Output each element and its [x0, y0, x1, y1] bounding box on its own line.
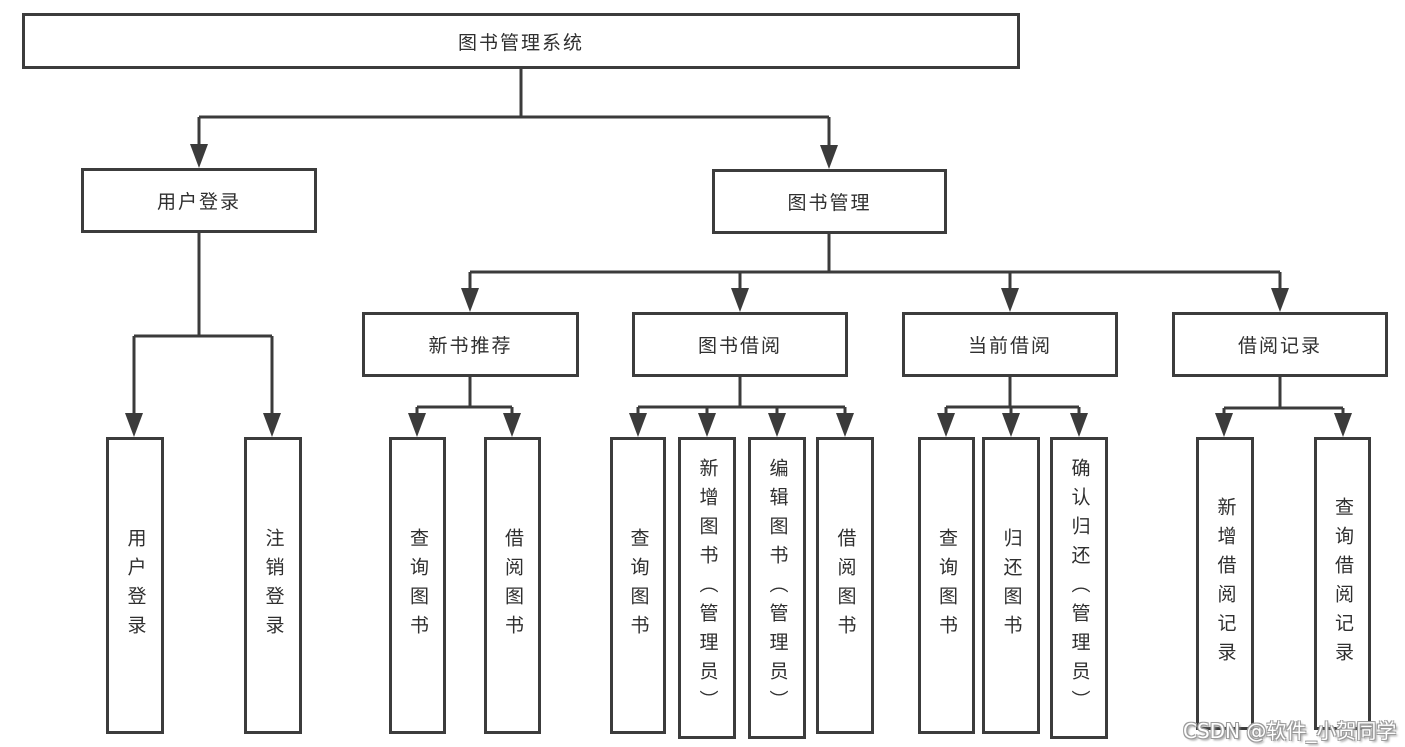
connector-new-book-children [408, 377, 521, 437]
leaf-query-books-borrow: 查询图书 [610, 437, 666, 734]
node-root: 图书管理系统 [22, 13, 1020, 69]
node-book-management-label: 图书管理 [787, 192, 872, 214]
leaf-logout-label: 注销登录 [262, 527, 285, 644]
leaf-edit-book-admin-label: 编辑图书（管理员） [766, 457, 789, 719]
node-new-book-recommend: 新书推荐 [362, 312, 579, 377]
connector-book-borrow-children [629, 377, 854, 437]
node-current-borrow: 当前借阅 [902, 312, 1118, 377]
leaf-return-book-label: 归还图书 [1000, 527, 1023, 644]
node-book-management: 图书管理 [712, 169, 947, 234]
leaf-query-books-current-label: 查询图书 [936, 527, 958, 644]
leaf-query-books-borrow-label: 查询图书 [627, 527, 650, 644]
leaf-edit-book-admin: 编辑图书（管理员） [748, 437, 806, 739]
node-borrow-records: 借阅记录 [1172, 312, 1388, 377]
leaf-logout: 注销登录 [244, 437, 302, 734]
connector-current-borrow-children [937, 377, 1088, 437]
node-user-login: 用户登录 [81, 168, 317, 233]
leaf-add-book-admin-label: 新增图书（管理员） [696, 457, 719, 719]
leaf-add-borrow-record: 新增借阅记录 [1196, 437, 1254, 730]
leaf-query-books-recommend: 查询图书 [389, 437, 446, 734]
leaf-borrow-books-recommend-label: 借阅图书 [502, 527, 524, 644]
leaf-query-borrow-record: 查询借阅记录 [1314, 437, 1371, 730]
node-new-book-recommend-label: 新书推荐 [428, 335, 513, 357]
node-root-label: 图书管理系统 [457, 31, 584, 54]
node-current-borrow-label: 当前借阅 [967, 335, 1052, 357]
leaf-query-books-current: 查询图书 [918, 437, 975, 734]
leaf-add-borrow-record-label: 新增借阅记录 [1214, 496, 1237, 671]
csdn-watermark: CSDN @软件_小贺同学 [1183, 719, 1397, 743]
connector-root-to-level2 [190, 69, 838, 169]
leaf-borrow-books-recommend: 借阅图书 [484, 437, 541, 734]
leaf-add-book-admin: 新增图书（管理员） [678, 437, 736, 739]
connector-book-management-children [461, 234, 1289, 312]
leaf-confirm-return-admin-label: 确认归还（管理员） [1068, 457, 1091, 719]
leaf-query-books-recommend-label: 查询图书 [407, 527, 429, 644]
leaf-borrow-books-label: 借阅图书 [834, 527, 857, 644]
node-book-borrow-label: 图书借阅 [697, 335, 782, 357]
connector-borrow-record-children [1215, 377, 1352, 437]
leaf-user-login-label: 用户登录 [124, 527, 147, 644]
node-user-login-label: 用户登录 [156, 191, 241, 213]
leaf-user-login: 用户登录 [106, 437, 164, 734]
leaf-return-book: 归还图书 [982, 437, 1040, 734]
leaf-borrow-books: 借阅图书 [816, 437, 874, 734]
node-borrow-records-label: 借阅记录 [1237, 335, 1322, 357]
leaf-confirm-return-admin: 确认归还（管理员） [1050, 437, 1108, 739]
leaf-query-borrow-record-label: 查询借阅记录 [1332, 496, 1354, 671]
node-book-borrow: 图书借阅 [632, 312, 848, 377]
connector-user-login-children [125, 233, 281, 437]
